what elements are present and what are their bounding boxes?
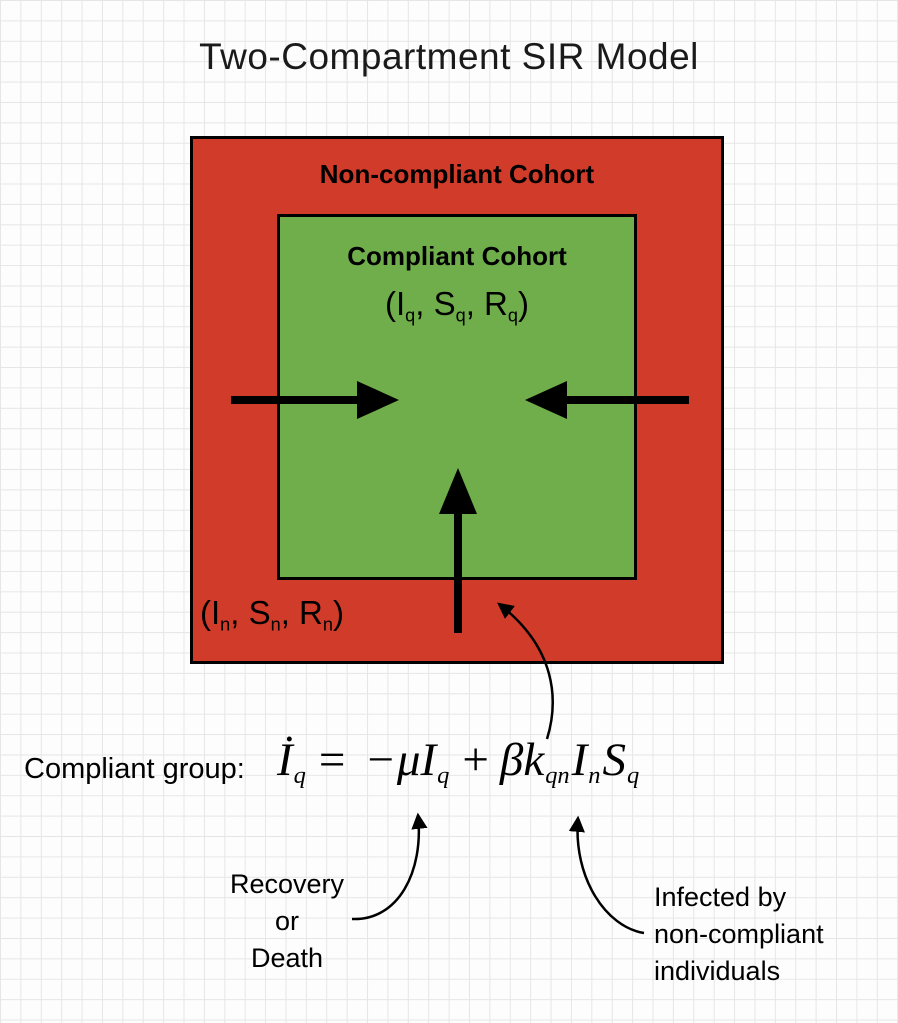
state-text: , S bbox=[415, 285, 456, 322]
annotation-line: Infected by bbox=[654, 882, 787, 912]
equation-beta: β bbox=[499, 734, 524, 786]
plus-sign: + bbox=[462, 734, 489, 786]
diagram-title: Two-Compartment SIR Model bbox=[199, 36, 699, 77]
state-text: (I bbox=[200, 594, 221, 631]
state-text: ) bbox=[517, 285, 529, 322]
state-text: , R bbox=[280, 594, 323, 631]
equals-sign: = bbox=[318, 734, 346, 786]
compliant-group-equation: İq=−μIq+βkqnInSq bbox=[277, 733, 641, 789]
equation-term: k bbox=[523, 734, 545, 786]
state-subscript: q bbox=[455, 305, 466, 326]
annotation-recovery-or-death: Recovery or Death bbox=[202, 866, 372, 977]
compliant-state-variables: (Iq, Sq, Rq) bbox=[280, 285, 634, 326]
equation-subscript: n bbox=[588, 761, 601, 789]
state-subscript: n bbox=[322, 614, 333, 635]
equation-term: I bbox=[571, 734, 588, 786]
state-text: , R bbox=[465, 285, 508, 322]
equation-term: I bbox=[420, 734, 437, 786]
annotation-line: Death bbox=[250, 943, 324, 973]
equation-subscript: qn bbox=[545, 761, 570, 789]
annotation-line: or bbox=[274, 906, 299, 936]
state-text: , S bbox=[230, 594, 271, 631]
state-subscript: q bbox=[405, 305, 416, 326]
minus-sign: − bbox=[367, 734, 394, 786]
equation-subscript: q bbox=[627, 761, 640, 789]
equation-subscript: q bbox=[293, 761, 306, 789]
pointer-infected-to-beta-term bbox=[568, 815, 645, 935]
equation-lhs: İ bbox=[277, 734, 293, 786]
non-compliant-cohort-label: Non-compliant Cohort bbox=[319, 159, 595, 189]
state-subscript: q bbox=[507, 305, 518, 326]
compliant-cohort-label: Compliant Cohort bbox=[347, 241, 567, 271]
state-text: ) bbox=[332, 594, 344, 631]
non-compliant-state-variables: (In, Sn, Rn) bbox=[200, 594, 344, 635]
annotation-line: Recovery bbox=[229, 869, 345, 899]
state-text: (I bbox=[385, 285, 406, 322]
annotation-infected-by-non-compliant: Infected by non-compliant individuals bbox=[654, 879, 884, 990]
compliant-cohort-box: Compliant Cohort (Iq, Sq, Rq) bbox=[277, 214, 637, 580]
state-subscript: n bbox=[270, 614, 281, 635]
equation-subscript: q bbox=[437, 761, 450, 789]
state-subscript: n bbox=[220, 614, 231, 635]
equation-term: S bbox=[602, 734, 627, 786]
equation-mu: μ bbox=[396, 734, 421, 786]
annotation-line: non-compliant bbox=[654, 919, 824, 949]
non-compliant-cohort-box: Non-compliant Cohort Compliant Cohort (I… bbox=[190, 136, 724, 664]
equation-label: Compliant group: bbox=[24, 753, 245, 785]
annotation-line: individuals bbox=[654, 956, 781, 986]
